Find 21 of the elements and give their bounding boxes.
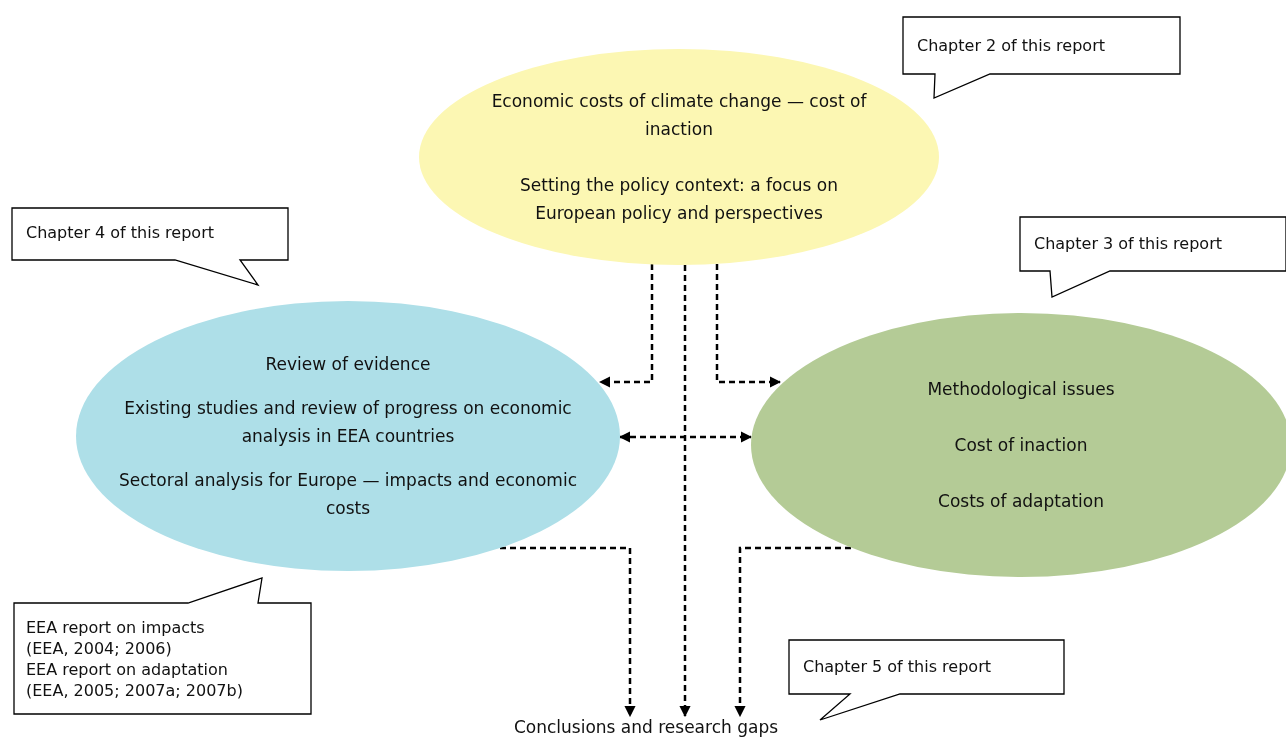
dashed-arrow [679, 265, 691, 718]
callout-text: (EEA, 2004; 2006) [26, 638, 173, 659]
dashed-arrow [618, 431, 753, 443]
callout-text: (EEA, 2005; 2007a; 2007b) [26, 680, 243, 701]
topic-text: Costs of adaptation [938, 490, 1104, 513]
callout-text: Chapter 2 of this report [917, 35, 1105, 56]
callout-text: EEA report on impacts [26, 617, 206, 638]
topic-text: Cost of inaction [954, 434, 1088, 457]
topic-text: Review of evidence [265, 353, 431, 376]
topic-text: Setting the policy context: a focus on European policy and perspectives [519, 174, 839, 225]
callout-text: Chapter 3 of this report [1034, 233, 1222, 254]
dashed-arrow [715, 264, 782, 388]
topic-text: Existing studies and review of progress on economic analysis in EEA countries [123, 397, 573, 448]
callout-text: EEA report on adaptation [26, 659, 229, 680]
dashed-arrow [598, 264, 654, 388]
topic-text: Economic costs of climate change — cost of inaction [490, 90, 868, 141]
conclusion-text: Conclusions and research gaps [486, 716, 806, 738]
callout-text: Chapter 4 of this report [26, 222, 214, 243]
topic-text: Methodological issues [927, 378, 1115, 401]
callout-text: Chapter 5 of this report [803, 656, 991, 677]
topic-text: Sectoral analysis for Europe — impacts and economic costs [118, 469, 578, 520]
